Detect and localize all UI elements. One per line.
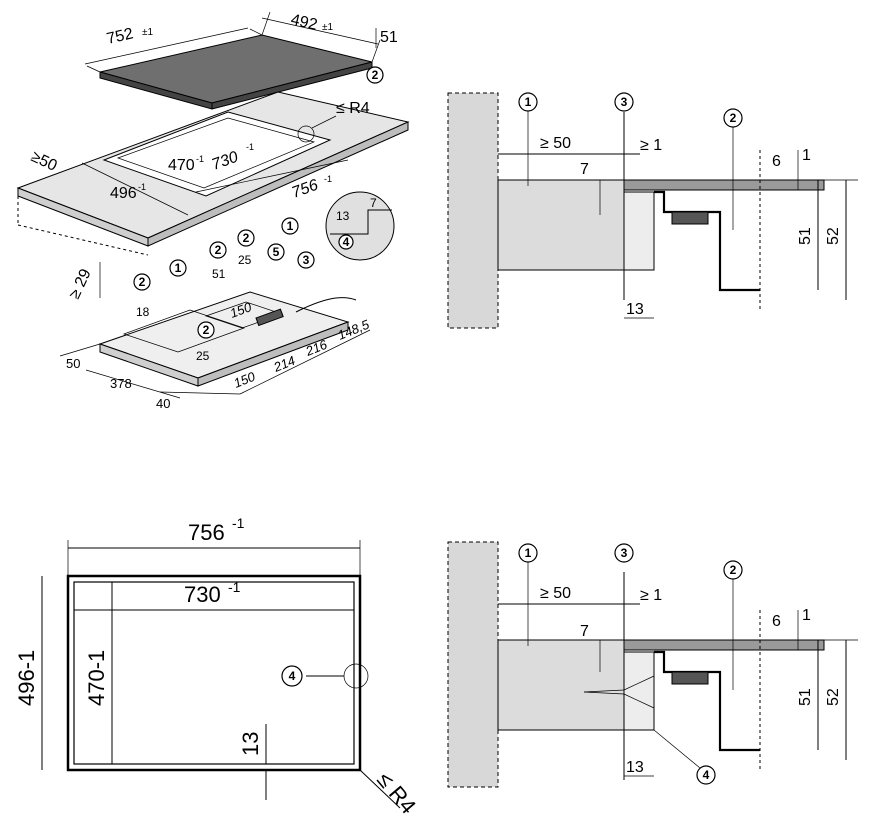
- svg-text:2: 2: [139, 275, 146, 289]
- worktop-cutout: [102, 111, 332, 197]
- svg-text:2: 2: [730, 563, 737, 577]
- cutout-outer: [66, 574, 362, 772]
- plan-radius: ≤ R4: [372, 767, 421, 819]
- svg-text:-1: -1: [228, 579, 241, 595]
- svg-text:2: 2: [243, 231, 250, 245]
- iso-view: 752 ±1 492 ±1 51 2 ≥50 470 -1 730 -1 496…: [16, 11, 410, 411]
- svg-text:1: 1: [175, 261, 182, 275]
- callout-4-detail: [338, 234, 354, 250]
- callout-2d: [197, 321, 215, 339]
- worktop-section: [497, 179, 625, 271]
- plan-inner-depth: 470-1: [84, 650, 109, 706]
- svg-text:4: 4: [289, 669, 296, 683]
- svg-text:25: 25: [196, 349, 210, 363]
- glass-section: [623, 179, 825, 191]
- svg-text:-1: -1: [246, 142, 254, 152]
- svg-text:4: 4: [343, 235, 350, 249]
- sec-gap: ≥ 1: [640, 137, 662, 154]
- sec-clearance: ≥ 50: [540, 135, 571, 152]
- hob-width-tol: ±1: [142, 27, 153, 38]
- svg-text:6: 6: [772, 613, 781, 630]
- sec-depth-a: 7: [580, 161, 589, 178]
- svg-text:7: 7: [580, 623, 589, 640]
- callout-2: [366, 66, 384, 84]
- svg-text:51: 51: [797, 688, 814, 706]
- hob-depth: 492: [289, 11, 319, 34]
- svg-text:-1: -1: [324, 174, 332, 184]
- svg-text:150: 150: [228, 299, 254, 321]
- svg-text:51: 51: [212, 267, 226, 281]
- sec-callout-3: [614, 92, 634, 112]
- secb-callout-4: [696, 765, 716, 785]
- sec-height-b: 52: [825, 227, 842, 245]
- svg-text:≥ 50: ≥ 50: [540, 585, 571, 602]
- svg-text:2: 2: [372, 68, 379, 82]
- svg-text:25: 25: [238, 253, 252, 267]
- svg-text:-1: -1: [196, 154, 204, 164]
- svg-text:50: 50: [66, 356, 80, 371]
- cut-depth-inner: 470: [168, 157, 195, 174]
- svg-text:-1: -1: [138, 182, 146, 192]
- plan-view: 756 -1 730 -1 496-1 470-1 13 4 ≤ R4: [14, 515, 421, 819]
- hob-width: 752: [105, 25, 135, 48]
- svg-text:1: 1: [802, 607, 811, 624]
- svg-text:1: 1: [525, 546, 532, 560]
- secb-callout-3: [614, 543, 634, 563]
- callout-2c: [237, 229, 255, 247]
- section-view-top: 1 3 2 ≥ 50 ≥ 1 7 6 1 51 52 13: [447, 92, 858, 329]
- callout-3: [297, 251, 315, 269]
- plan-inner-width: 730: [184, 582, 221, 607]
- svg-text:2: 2: [730, 111, 737, 125]
- sec-glass: 6: [772, 153, 781, 170]
- svg-text:4: 4: [703, 768, 710, 782]
- callout-2a: [133, 273, 151, 291]
- sec-height-a: 51: [797, 227, 814, 245]
- detail-h: 7: [370, 196, 377, 210]
- detail-w: 13: [336, 209, 350, 223]
- svg-text:1: 1: [287, 219, 294, 233]
- wall-b: [447, 541, 499, 788]
- hob-glass: [99, 34, 373, 104]
- callout-1: [281, 217, 299, 235]
- plan-callout-4: [281, 665, 303, 687]
- section-view-bottom: 1 3 2 4 ≥ 50 ≥ 1 7 6 1 51 52 13: [447, 541, 858, 788]
- side-clearance: ≥50: [28, 148, 59, 175]
- svg-text:2: 2: [203, 323, 210, 337]
- plan-outer-width: 756: [188, 520, 225, 545]
- callout-2b: [209, 241, 227, 259]
- cutout-inner: [73, 581, 355, 765]
- svg-text:18: 18: [136, 305, 150, 319]
- svg-text:3: 3: [303, 253, 310, 267]
- radius: ≤ R4: [336, 100, 370, 117]
- callout-1a: [169, 259, 187, 277]
- hob-depth-tol: ±1: [322, 22, 333, 33]
- sec-edge: 1: [802, 147, 811, 164]
- plan-outer-depth: 496-1: [14, 650, 39, 706]
- svg-text:378: 378: [110, 376, 132, 391]
- svg-text:52: 52: [825, 688, 842, 706]
- glass-section-b: [623, 639, 825, 651]
- worktop-section-b: [497, 639, 625, 731]
- plan-frame: 13: [238, 732, 263, 756]
- counter-min: ≥ 29: [66, 266, 95, 301]
- svg-text:5: 5: [273, 245, 280, 259]
- svg-text:≥ 1: ≥ 1: [640, 587, 662, 604]
- svg-text:-1: -1: [232, 515, 245, 531]
- hob-height: 51: [380, 29, 398, 46]
- svg-text:3: 3: [621, 95, 628, 109]
- wall: [447, 92, 499, 329]
- svg-text:1: 1: [525, 95, 532, 109]
- cut-depth: 496: [110, 185, 137, 202]
- callout-5: [267, 243, 285, 261]
- sec-offset: 13: [626, 301, 644, 318]
- svg-text:3: 3: [621, 546, 628, 560]
- detail-circle: [325, 191, 395, 261]
- svg-text:13: 13: [626, 759, 644, 776]
- svg-text:2: 2: [215, 243, 222, 257]
- svg-text:40: 40: [156, 396, 170, 411]
